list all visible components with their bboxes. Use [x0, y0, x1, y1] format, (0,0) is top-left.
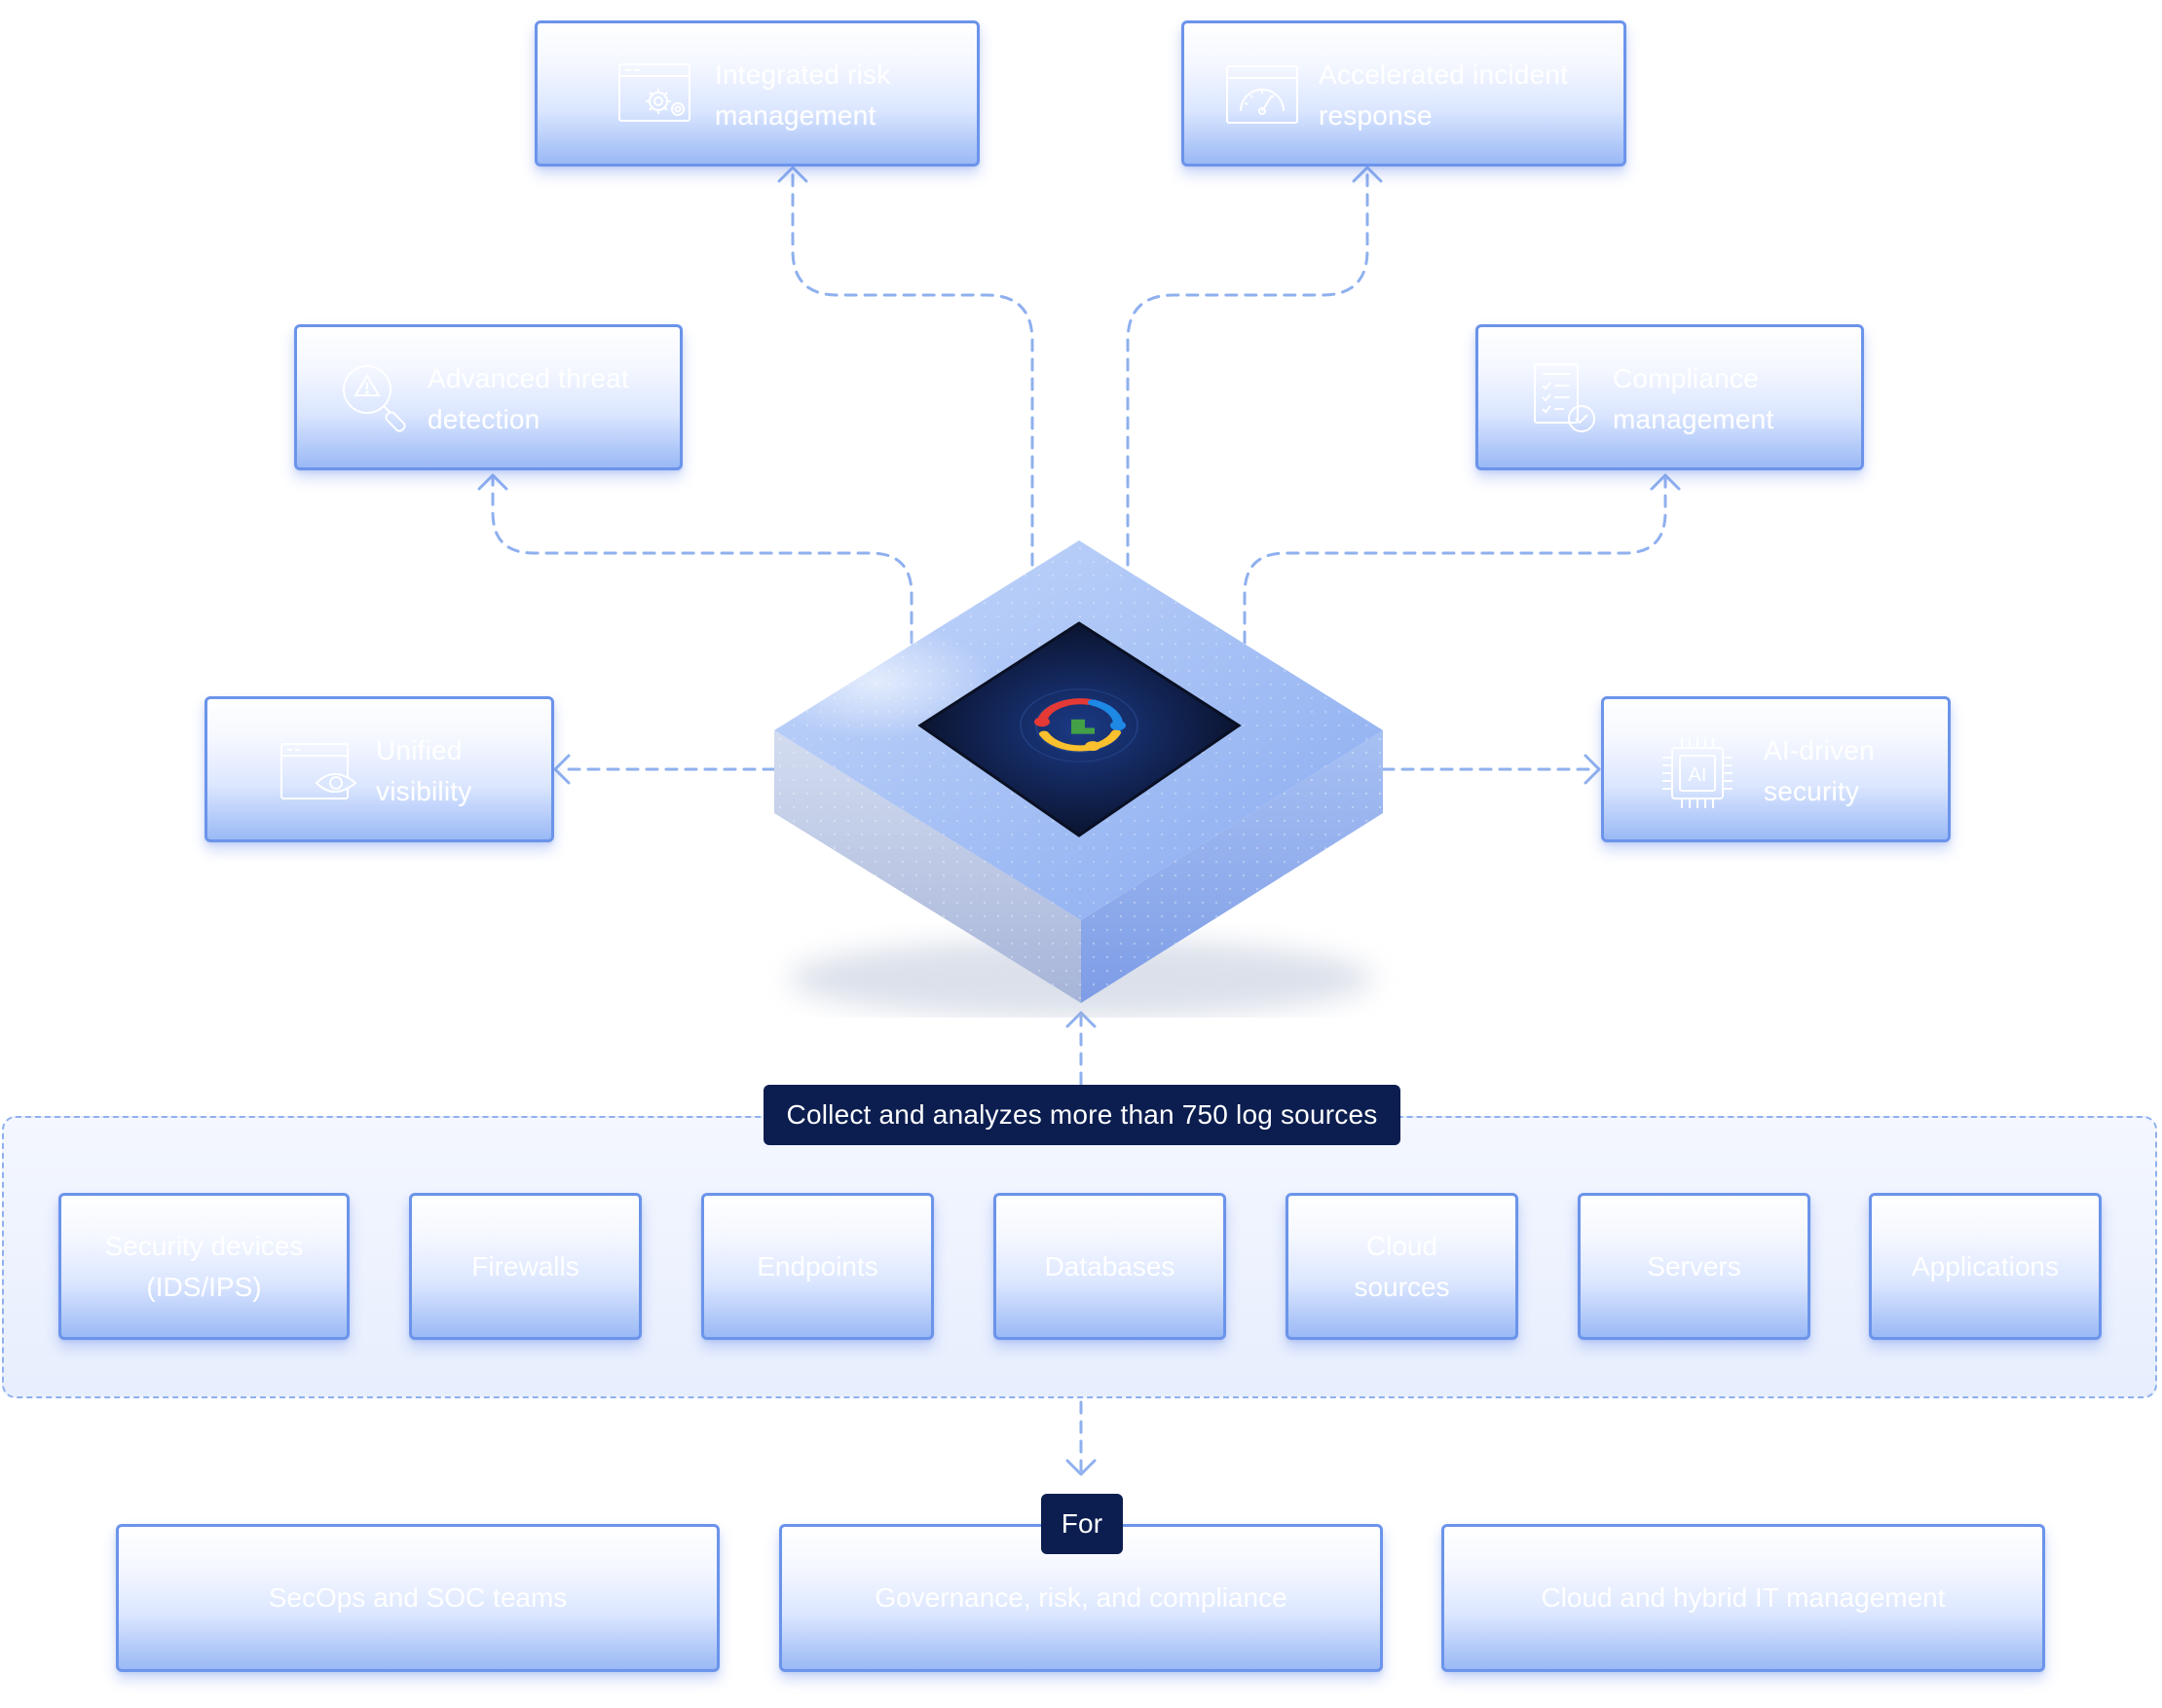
- feature-label-threat: Advanced threat detection: [428, 363, 629, 434]
- source-card-servers: Servers: [1578, 1193, 1810, 1340]
- arrowhead-ai: [1584, 754, 1601, 785]
- feature-label-ai: AI-driven security: [1764, 735, 1875, 806]
- feature-card-threat: Advanced threat detection: [294, 324, 683, 470]
- magnifier-warning-icon: [340, 362, 414, 436]
- feature-card-risk: Integrated risk management: [535, 20, 980, 167]
- speedometer-icon: [1225, 64, 1299, 125]
- source-label: Databases: [1044, 1250, 1175, 1281]
- checklist-icon: [1531, 362, 1599, 436]
- ai-chip-text: AI: [1689, 764, 1707, 786]
- app-logo-icon: [1020, 688, 1138, 762]
- feature-label-incident: Accelerated incident response: [1319, 59, 1569, 130]
- source-card-databases: Databases: [993, 1193, 1226, 1340]
- source-label: Applications: [1912, 1250, 2059, 1281]
- source-label: Security devices (IDS/IPS): [104, 1230, 304, 1302]
- audience-label: Governance, risk, and compliance: [875, 1582, 1287, 1613]
- source-card-security-devices: Security devices (IDS/IPS): [58, 1193, 350, 1340]
- arrowhead-threat: [477, 473, 508, 491]
- gear-window-icon: [617, 62, 695, 125]
- source-card-endpoints: Endpoints: [701, 1193, 934, 1340]
- feature-card-compliance: Compliance management: [1475, 324, 1864, 470]
- arrowhead-risk: [777, 166, 808, 183]
- eye-window-icon: [280, 742, 361, 802]
- audience-label: SecOps and SOC teams: [268, 1582, 568, 1613]
- sources-title-badge: Collect and analyzes more than 750 log s…: [764, 1085, 1400, 1145]
- audience-card-secops: SecOps and SOC teams: [116, 1524, 720, 1672]
- ai-chip-icon: AI: [1659, 734, 1736, 812]
- source-label: Servers: [1647, 1250, 1741, 1281]
- feature-card-ai: AI AI-driven security: [1601, 696, 1951, 842]
- source-label: Firewalls: [471, 1250, 579, 1281]
- feature-card-visibility: Unified visibility: [205, 696, 554, 842]
- feature-label-risk: Integrated risk management: [715, 59, 891, 130]
- connector-compliance: [1243, 477, 1667, 645]
- feature-label-visibility: Unified visibility: [376, 735, 472, 806]
- arrowhead-incident: [1352, 166, 1383, 183]
- source-card-applications: Applications: [1869, 1193, 2102, 1340]
- connector-risk: [791, 169, 1034, 567]
- arrowhead-compliance: [1650, 473, 1681, 491]
- source-card-firewalls: Firewalls: [409, 1193, 642, 1340]
- source-label: Endpoints: [757, 1250, 878, 1281]
- connector-incident: [1126, 169, 1369, 567]
- central-platform: [760, 540, 1383, 1018]
- arrowhead-visibility: [553, 754, 571, 785]
- arrowhead-audiences: [1065, 1459, 1097, 1476]
- feature-label-compliance: Compliance management: [1613, 363, 1774, 434]
- audience-label: Cloud and hybrid IT management: [1541, 1582, 1946, 1613]
- for-badge: For: [1041, 1494, 1123, 1554]
- source-label: Cloud sources: [1354, 1230, 1450, 1302]
- source-card-cloud-sources: Cloud sources: [1286, 1193, 1518, 1340]
- audience-card-cloud-it: Cloud and hybrid IT management: [1441, 1524, 2045, 1672]
- feature-card-incident: Accelerated incident response: [1181, 20, 1626, 167]
- connector-threat: [491, 477, 913, 645]
